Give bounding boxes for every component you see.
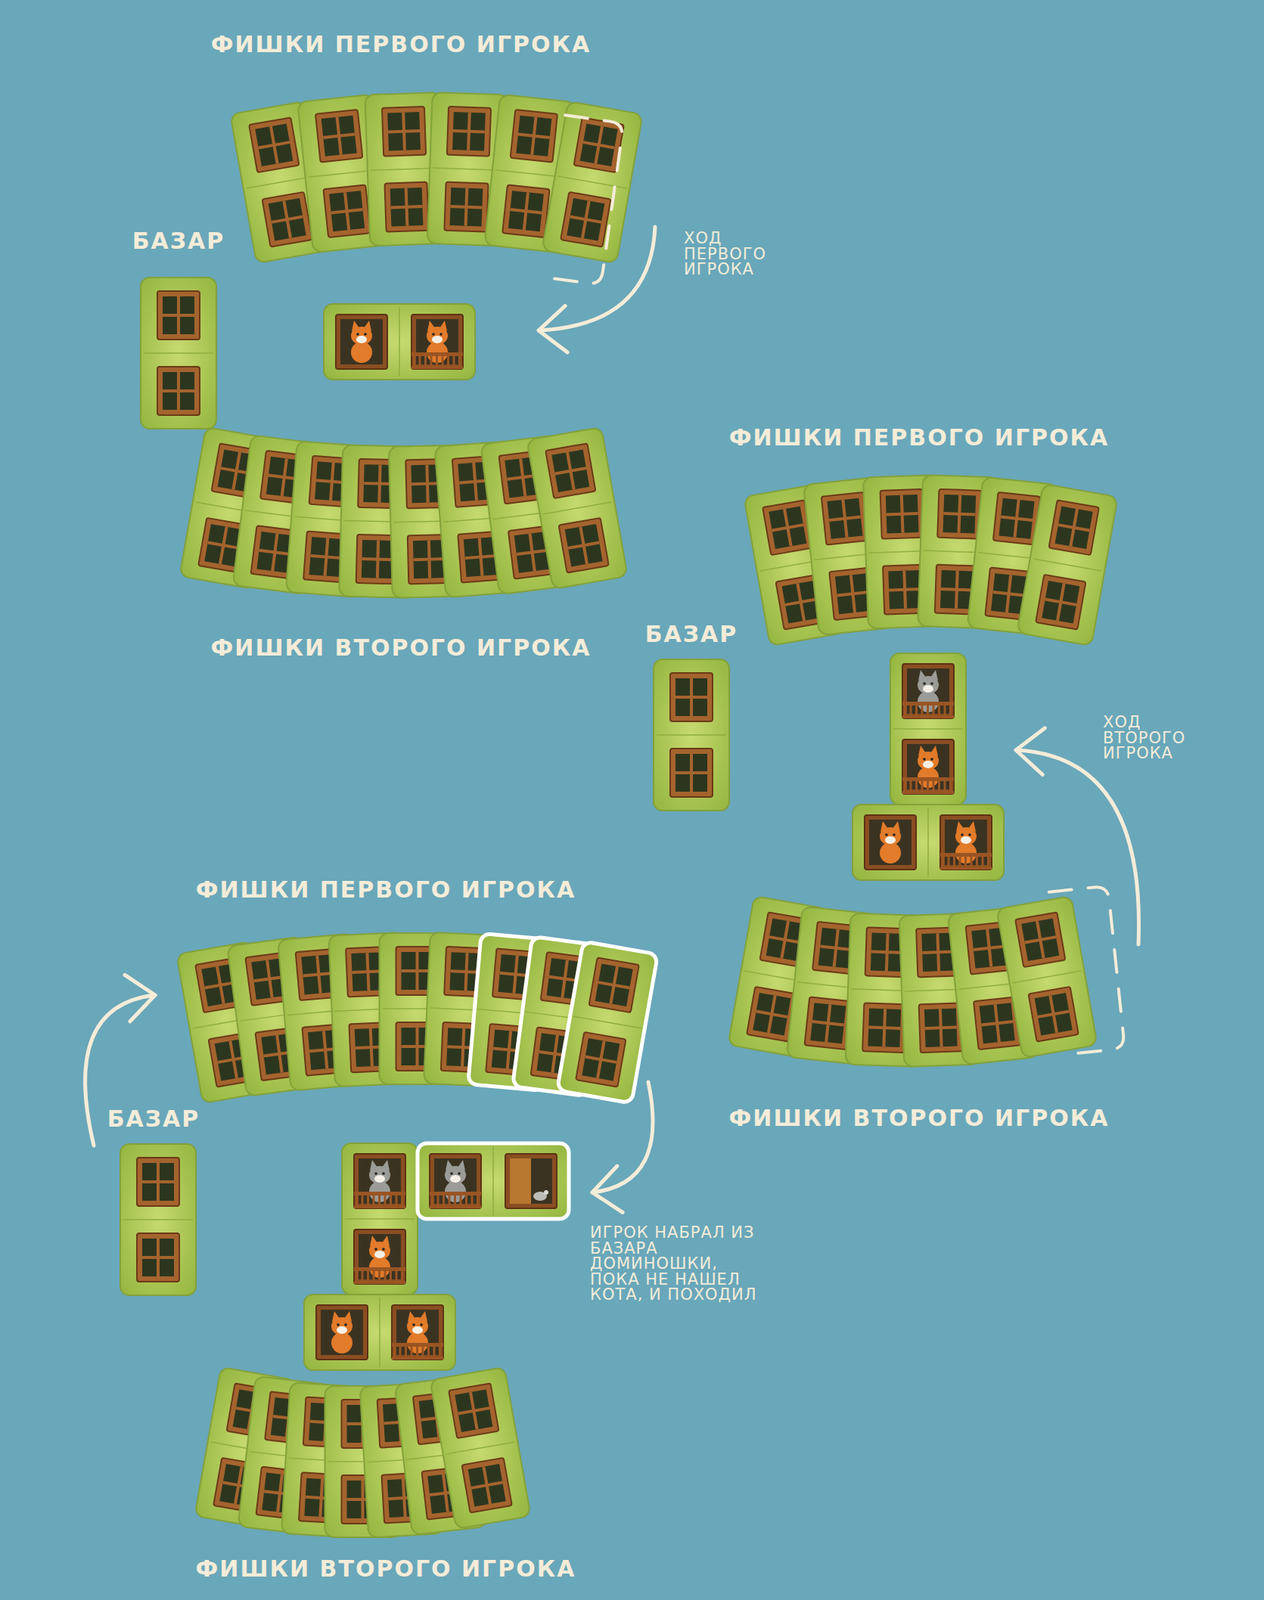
arrow-head — [1015, 728, 1045, 776]
domino-tile — [417, 1143, 569, 1220]
area-label: БАЗАР — [118, 228, 240, 255]
area-label: БАЗАР — [93, 1106, 215, 1134]
turn-arrow — [592, 1082, 653, 1193]
note-label: ХОД ПЕРВОГО ИГРОКА — [683, 230, 790, 278]
area-label: ФИШКИ ВТОРОГО ИГРОКА — [166, 1556, 606, 1584]
area-label: БАЗАР — [630, 621, 752, 649]
domino-tile — [341, 1143, 418, 1296]
note-label: ХОД ВТОРОГО ИГРОКА — [1102, 714, 1209, 762]
arrow-head — [124, 975, 156, 1022]
domino-tile — [556, 941, 658, 1104]
arrow-head — [592, 1166, 623, 1213]
domino-tile — [526, 427, 628, 590]
domino-tile — [852, 804, 1004, 881]
turn-arrow — [1015, 750, 1140, 945]
domino-tile — [120, 1144, 196, 1296]
area-label: ФИШКИ ПЕРВОГО ИГРОКА — [181, 31, 621, 59]
domino-tile — [996, 896, 1097, 1059]
domino-tile — [541, 101, 643, 264]
dashed-bracket — [1049, 886, 1125, 1056]
area-label: ФИШКИ ВТОРОГО ИГРОКА — [181, 635, 621, 662]
area-label: ФИШКИ ВТОРОГО ИГРОКА — [699, 1105, 1139, 1133]
note-label: ИГРОК НАБРАЛ ИЗ БАЗАРА ДОМИНОШКИ, ПОКА Н… — [590, 1225, 761, 1304]
dashed-bracket — [542, 114, 624, 286]
domino-tile — [1016, 484, 1118, 646]
domino-tile — [429, 1367, 531, 1530]
area-label: ФИШКИ ПЕРВОГО ИГРОКА — [166, 877, 606, 904]
domino-tile — [140, 277, 217, 429]
domino-tile — [323, 304, 476, 380]
domino-tile — [653, 659, 730, 811]
arrow-head — [538, 305, 568, 353]
domino-tile — [890, 653, 966, 805]
area-label: ФИШКИ ПЕРВОГО ИГРОКА — [699, 425, 1139, 452]
domino-tile — [304, 1295, 456, 1371]
